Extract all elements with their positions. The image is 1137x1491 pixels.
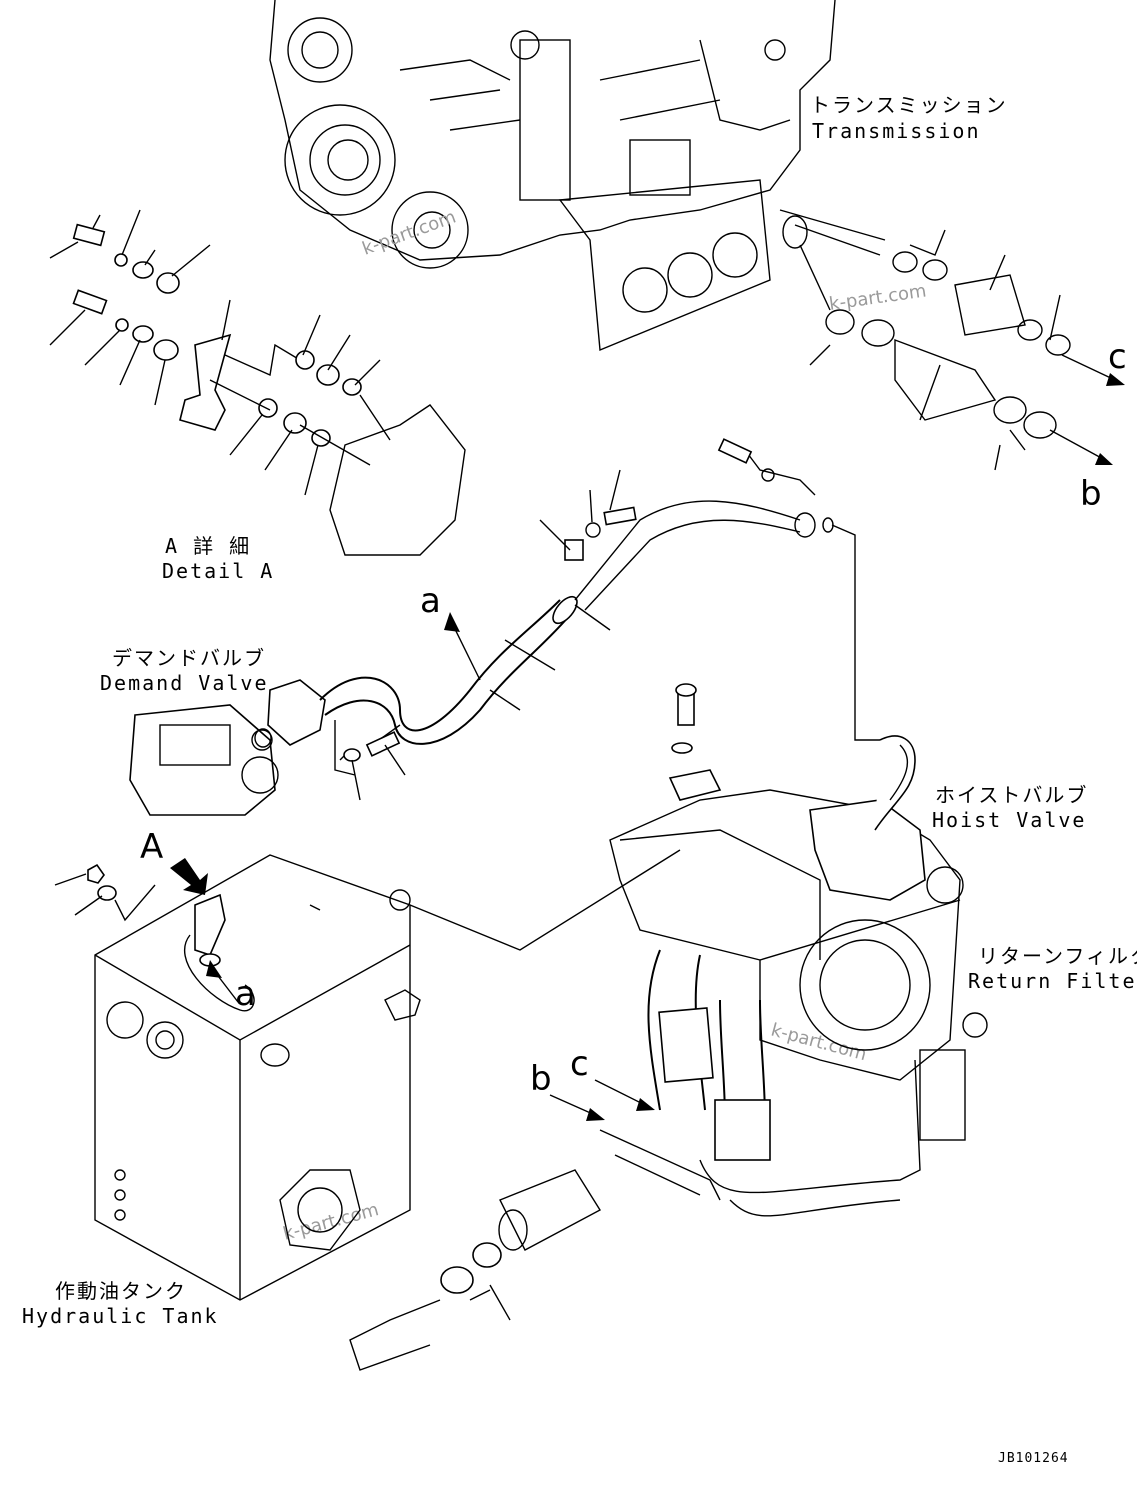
return-filter-label-en: Return Filter [968,969,1137,993]
callout-c-lower: c [570,1044,589,1084]
arrow-b-lower [586,1108,605,1121]
demand-valve-label-jp: デマンドバルブ [112,646,266,670]
callout-a-lower: a [235,974,256,1014]
callout-a-upper: a [420,581,441,621]
detail-a-label-jp: A 詳 細 [165,534,251,558]
callout-c-upper: c [1108,337,1127,377]
transmission-assembly [269,0,886,352]
hoist-valve-frame-assembly [599,683,988,1217]
view-a-arrow-icon [170,858,208,895]
callout-view-a: A [140,827,163,867]
detail-a-label-en: Detail A [162,559,274,583]
suction-hose-lower [349,1169,601,1371]
hoist-valve-label-en: Hoist Valve [932,808,1086,832]
arrow-a-upper [444,612,460,632]
transmission-label-jp: トランスミッション [810,93,1008,117]
demand-valve-assembly [129,438,905,816]
watermark-text: k-part.com [281,1199,381,1245]
hose-set-upper [809,229,1125,471]
hydraulic-tank [54,849,681,1301]
return-filter-label-jp: リターンフィルタ [978,944,1137,968]
document-number: JB101264 [998,1451,1069,1466]
hoist-valve-label-jp: ホイストバルブ [935,783,1088,807]
arrow-c-lower [636,1098,655,1111]
hydraulic-tank-label-en: Hydraulic Tank [22,1304,219,1328]
detail-a-hardware [49,209,466,556]
callout-b-lower: b [530,1059,552,1099]
demand-valve-label-en: Demand Valve [100,671,269,695]
watermark-text: k-part.com [769,1020,869,1066]
callout-b-upper: b [1080,474,1102,514]
watermark-text: k-part.com [360,206,459,259]
hydraulic-tank-label-jp: 作動油タンク [55,1279,187,1303]
transmission-label-en: Transmission [812,119,981,143]
arrow-a-lower [206,960,222,978]
